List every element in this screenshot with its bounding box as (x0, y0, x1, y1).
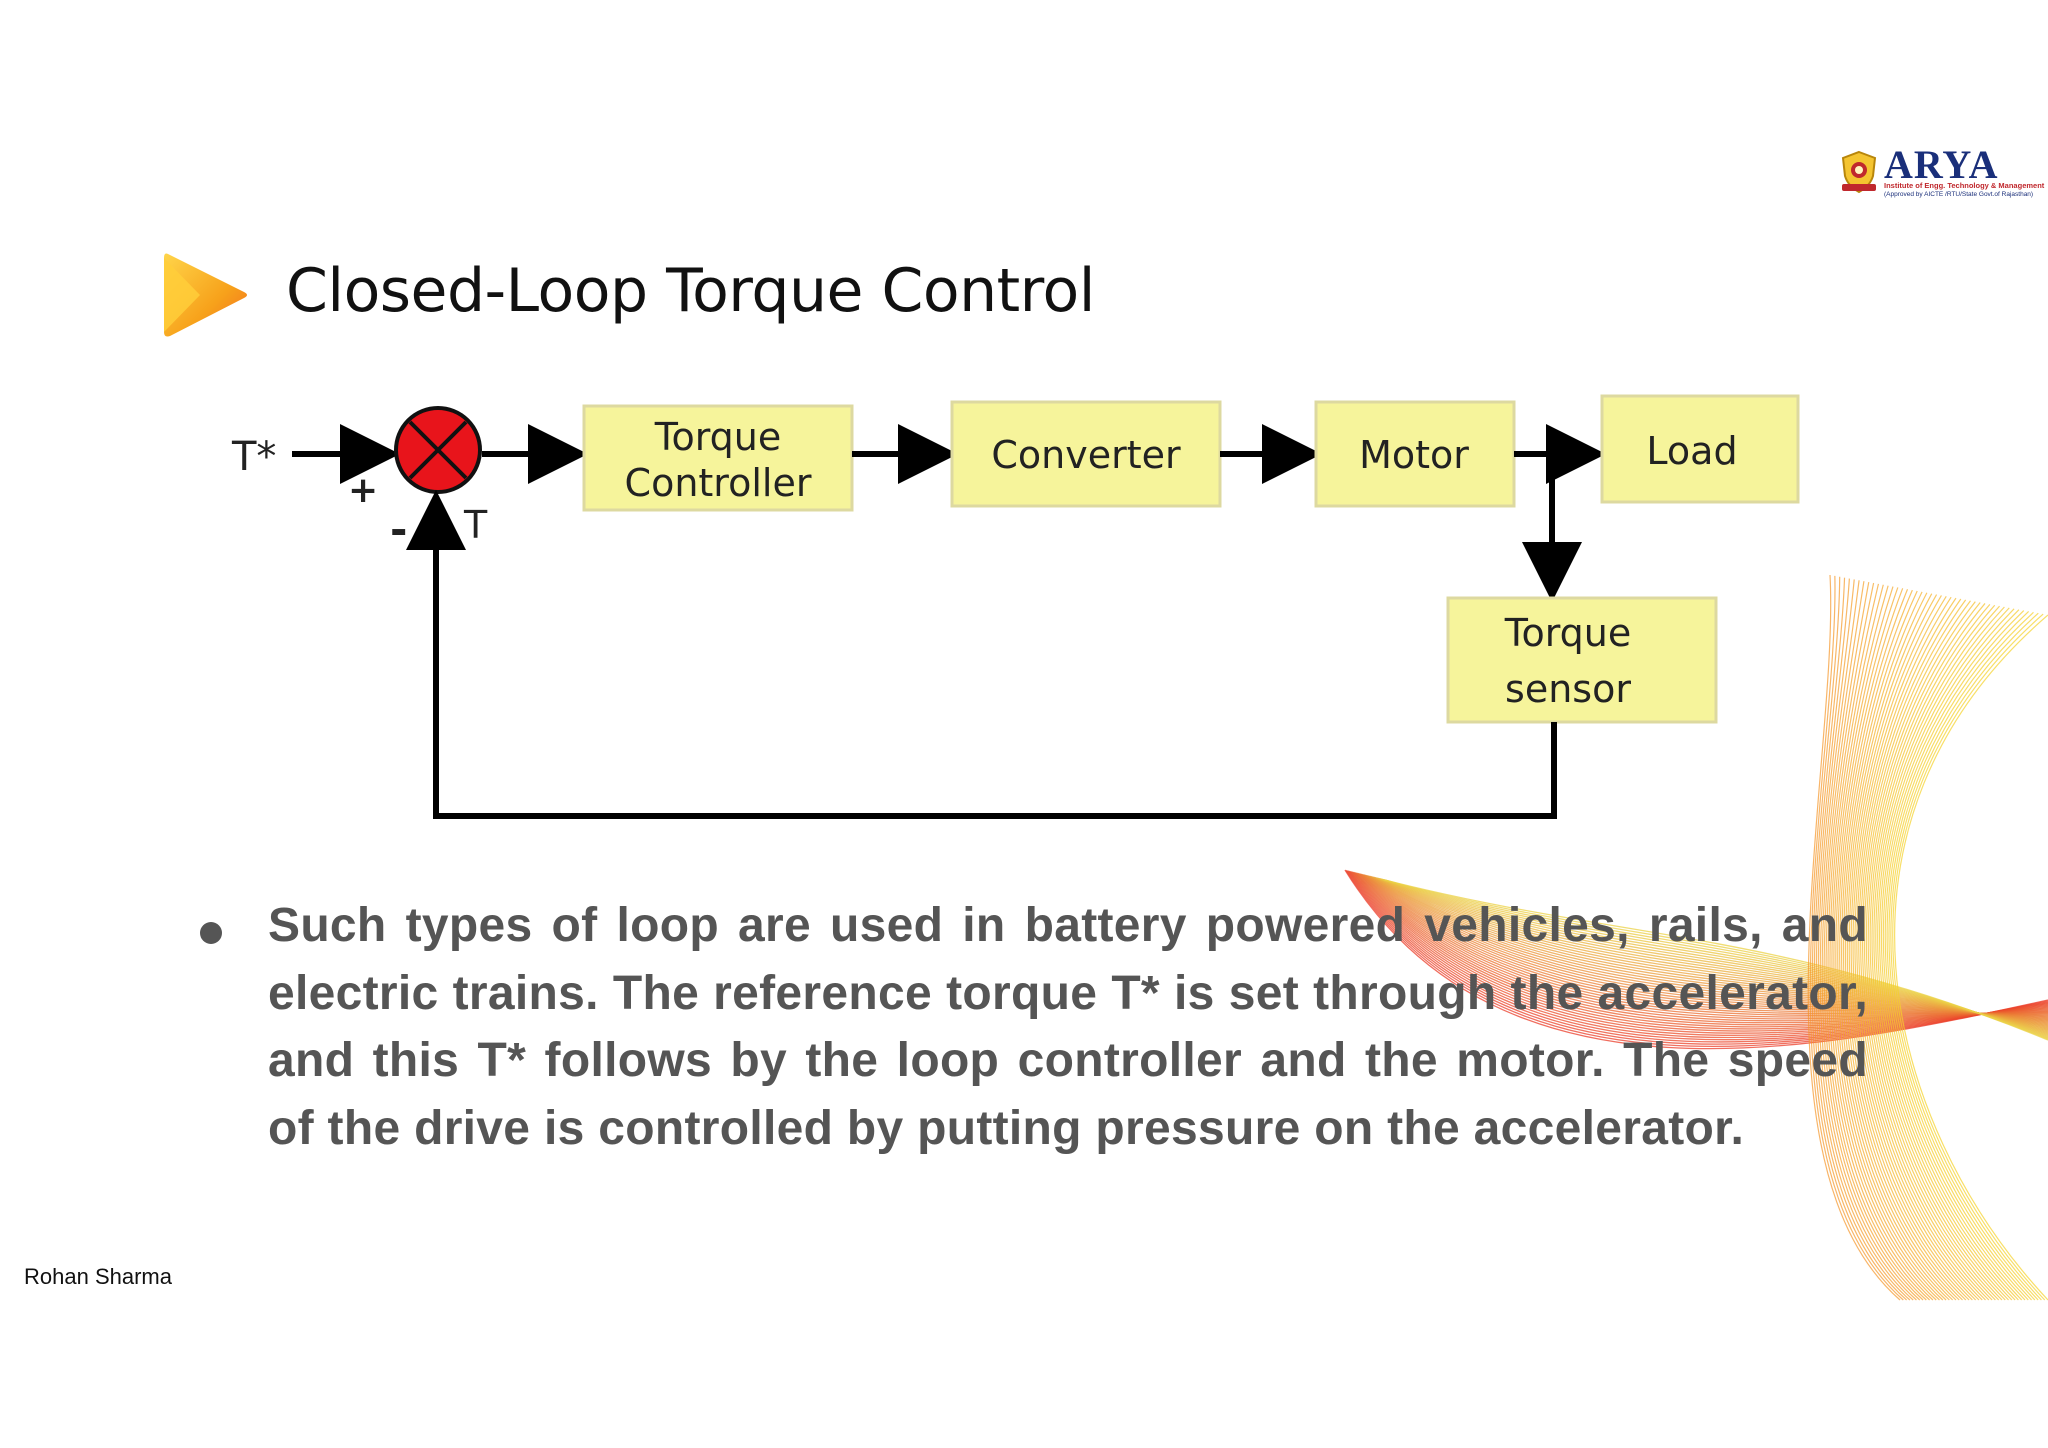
play-arrow-icon (164, 253, 247, 337)
converter-label: Converter (991, 433, 1181, 477)
wave-line (1877, 606, 2019, 1301)
wave-line (1884, 610, 2032, 1301)
wave-line (1858, 597, 1986, 1301)
wave-line (1863, 600, 1996, 1301)
minus-sign: - (390, 505, 407, 554)
controller-label-line2: Controller (625, 461, 812, 505)
wave-line (1860, 598, 1990, 1301)
wave-line (1869, 603, 2006, 1301)
feedback-path (406, 490, 1557, 819)
sensor-label-line2: sensor (1505, 667, 1631, 711)
wave-line (1875, 605, 2016, 1301)
bullet-marker (200, 922, 222, 944)
motor-label: Motor (1359, 433, 1469, 477)
wave-line (1892, 613, 2046, 1301)
wave-line (1882, 609, 2029, 1301)
torque-sensor-block: Torque sensor (1446, 596, 1718, 724)
arya-logo: ARYA Institute of Engg. Technology & Man… (1840, 142, 2044, 202)
logo-subtitle: Institute of Engg. Technology & Manageme… (1884, 181, 2045, 190)
reference-torque-label: T* (231, 434, 276, 480)
logo-approval: (Approved by AICTE /RTU/State Govt.of Ra… (1884, 191, 2034, 198)
summing-junction (394, 406, 482, 494)
logo-name: ARYA (1884, 142, 1999, 187)
torque-controller-block: Torque Controller (582, 404, 854, 512)
wave-line (1862, 599, 1993, 1301)
wave-line (1856, 596, 1983, 1301)
sensor-label-line1: Torque (1504, 611, 1632, 655)
wave-line (1871, 603, 2009, 1301)
wave-line (1890, 612, 2042, 1301)
converter-block: Converter (950, 400, 1222, 508)
wave-line (1879, 607, 2023, 1301)
wave-line (1894, 614, 2048, 1301)
wave-line (1873, 604, 2013, 1301)
wave-line (1850, 594, 1973, 1301)
wave-line (1865, 601, 2000, 1301)
motor-block: Motor (1314, 400, 1516, 508)
slide-title: Closed-Loop Torque Control (286, 256, 1095, 326)
wave-line (1867, 602, 2003, 1301)
controller-label-line1: Torque (654, 415, 782, 459)
bullet-text: Such types of loop are used in battery p… (268, 899, 1868, 1155)
wave-line (1854, 596, 1980, 1301)
torque-control-block-diagram: T* + Torque Controller Converter (231, 394, 1800, 819)
author-name: Rohan Sharma (24, 1264, 172, 1289)
load-block: Load (1600, 394, 1800, 504)
crest-icon (1841, 150, 1877, 194)
wave-line (1886, 611, 2036, 1301)
plus-sign: + (348, 470, 378, 511)
wave-line (1880, 608, 2026, 1301)
wave-line (1852, 595, 1977, 1301)
load-label: Load (1646, 429, 1737, 473)
wave-line (1888, 611, 2039, 1301)
feedback-torque-label: T (463, 503, 488, 547)
